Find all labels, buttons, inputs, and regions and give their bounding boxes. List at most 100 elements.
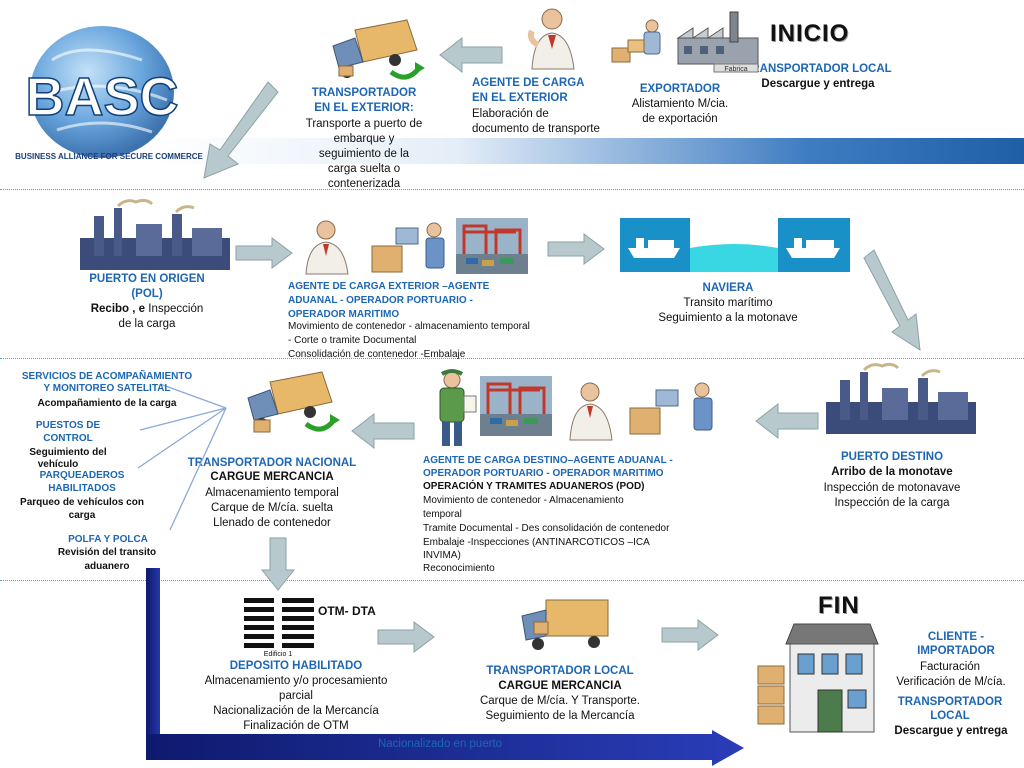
- transportador-exterior-title: EN EL EXTERIOR:: [314, 102, 414, 114]
- agente-exterior-aduanal-line: Consolidación de contenedor -Embalaje: [288, 349, 466, 360]
- transportador-nacional-line: Almacenamiento temporal: [205, 487, 339, 499]
- deposito-line: parcial: [279, 690, 313, 702]
- agente-destino-line: Tramite Documental - Des consolidación d…: [423, 523, 670, 534]
- puestos-control-title: PUESTOS DE: [35, 420, 101, 431]
- deposito-title: DEPOSITO HABILITADO: [229, 660, 363, 672]
- agente-carga-exterior-line: documento de transporte: [472, 123, 600, 135]
- worker-boxes-icon: [611, 19, 661, 63]
- parqueaderos-sub: carga: [68, 510, 96, 521]
- cliente-title: CLIENTE -: [927, 631, 985, 643]
- basc-logo: BASC: [25, 26, 179, 158]
- transportador-exterior-line: embarque y: [333, 133, 395, 145]
- agente-exterior-aduanal-title: AGENTE DE CARGA EXTERIOR –AGENTE: [288, 281, 490, 292]
- agente-carga-exterior-title: EN EL EXTERIOR: [472, 92, 568, 104]
- agent-icon: [305, 220, 349, 275]
- port-crane-icon: [456, 218, 528, 274]
- warehouse-worker-icon: [629, 382, 713, 435]
- transportador-exterior-line: seguimiento de la: [318, 148, 410, 160]
- puestos-control-sub: Seguimiento del: [29, 447, 107, 458]
- transportador-exterior-line: carga suelta o: [327, 163, 401, 175]
- agente-destino-line: INVIMA): [423, 550, 461, 561]
- nationalization-track: [146, 568, 160, 758]
- flow-arrow-right: [661, 619, 719, 651]
- agente-destino-line: Reconocimiento: [423, 563, 495, 574]
- agente-exterior-aduanal-line: Movimiento de contenedor - almacenamient…: [288, 321, 530, 332]
- polfa-sub: aduanero: [84, 561, 130, 572]
- parqueaderos-title: PARQUEADEROS: [39, 470, 125, 481]
- separator-line: [0, 580, 1024, 581]
- truck-icon: [332, 19, 425, 80]
- servicio-satelital-sub: Acompañamiento de la carga: [37, 398, 177, 409]
- port-crane-icon: [480, 376, 552, 436]
- truck-icon: [247, 371, 340, 433]
- industrial-port-icon: [80, 198, 230, 270]
- industrial-port-icon: [826, 362, 976, 434]
- cliente-transportador-title: TRANSPORTADOR: [897, 696, 1003, 708]
- puerto-destino-title: PUERTO DESTINO: [840, 451, 944, 463]
- transportador-local-inicio-sub: Descargue y entrega: [761, 78, 875, 90]
- logo-text: BASC: [25, 67, 178, 127]
- inicio-label: INICIO: [770, 20, 850, 47]
- naviera-title: NAVIERA: [702, 282, 754, 294]
- flow-arrow-diagonal: [203, 81, 279, 179]
- transportador-exterior-line: contenerizada: [327, 178, 401, 190]
- transportador-exterior-title: TRANSPORTADOR: [311, 87, 417, 99]
- transportador-local-inicio-title: TRANSPORTADOR LOCAL: [744, 63, 892, 75]
- puerto-destino-line: Inspección de la carga: [834, 497, 950, 509]
- cliente-line: Facturación: [919, 661, 981, 673]
- puerto-origen-line: Recibo , e Inspección: [72, 302, 222, 317]
- nationalization-arrow: [146, 730, 744, 766]
- flow-arrow-right: [377, 621, 435, 653]
- store-icon: [757, 623, 879, 733]
- cliente-line: Verificación de M/cía.: [896, 676, 1006, 688]
- agent-icon: [569, 382, 613, 441]
- otm-dta-badge: OTM- DTA: [318, 604, 376, 618]
- building-icon: Edificio 1: [244, 598, 314, 658]
- puerto-origen-line: de la carga: [118, 318, 176, 330]
- puerto-origen-title: PUERTO EN ORIGEN: [89, 273, 205, 285]
- cliente-transportador-title: LOCAL: [930, 710, 970, 722]
- flow-arrow-left: [439, 36, 503, 74]
- factory-icon: Fabrica: [676, 11, 759, 73]
- agente-exterior-aduanal-title: OPERADOR MARITIMO: [288, 309, 400, 320]
- flow-arrow-left: [755, 402, 819, 440]
- agente-destino-line: Movimiento de contenedor - Almacenamient…: [423, 495, 624, 506]
- transportador-exterior-line: Transporte a puerto de: [305, 118, 423, 130]
- nationalization-label: Nacionalizado en puerto: [377, 738, 503, 750]
- puerto-origen-bold: Recibo , e: [90, 303, 146, 315]
- transportador-nacional-line: Llenado de contenedor: [213, 517, 331, 529]
- agente-destino-title: OPERADOR PORTUARIO - OPERADOR MARITIMO: [423, 468, 664, 479]
- puestos-control-sub: vehículo: [37, 459, 79, 470]
- flow-arrow-left: [351, 412, 415, 450]
- header-band: [150, 138, 1024, 164]
- deposito-line: Nacionalización de la Mercancía: [213, 705, 379, 717]
- transportador-nacional-line: Carque de M/cía. suelta: [210, 502, 334, 514]
- puerto-destino-line: Inspección de motonavave: [823, 482, 961, 494]
- logo-tagline: BUSINESS ALLIANCE FOR SECURE COMMERCE: [15, 152, 203, 161]
- fin-label: FIN: [818, 592, 860, 619]
- deposito-line: Almacenamiento y/o procesamiento: [204, 675, 388, 687]
- agente-carga-exterior-line: Elaboración de: [472, 108, 549, 120]
- servicio-satelital-title: SERVICIOS DE ACOMPAÑAMIENTO: [21, 371, 193, 382]
- separator-line: [0, 189, 1024, 190]
- deposito-line: Finalización de OTM: [243, 720, 349, 732]
- parqueaderos-title: HABILITADOS: [48, 483, 116, 494]
- flow-arrow-right: [235, 237, 293, 269]
- puestos-control-title: CONTROL: [43, 433, 93, 444]
- agente-carga-exterior-title: AGENTE DE CARGA: [472, 77, 585, 89]
- flow-arrow-diagonal: [863, 249, 921, 351]
- transportador-local-fin-line: Seguimiento de la Mercancía: [485, 710, 635, 722]
- transportador-nacional-title: TRANSPORTADOR NACIONAL: [187, 457, 357, 469]
- agente-destino-line: Embalaje -Inspecciones (ANTINARCOTICOS –…: [423, 537, 650, 548]
- edificio-label: Edificio 1: [264, 651, 293, 658]
- transportador-local-fin-line: Carque de M/cía. Y Transporte.: [479, 695, 641, 707]
- flow-arrow-right: [547, 233, 605, 265]
- agente-destino-bold: OPERACIÓN Y TRAMITES ADUANEROS (POD): [423, 481, 645, 492]
- service-connector-lines: [137, 383, 227, 531]
- agente-destino-title: AGENTE DE CARGA DESTINO–AGENTE ADUANAL -: [423, 455, 673, 466]
- polfa-title: POLFA Y POLCA: [68, 534, 148, 545]
- exportador-line: de exportación: [642, 113, 718, 125]
- puerto-destino-bold: Arribo de la monotave: [831, 466, 953, 478]
- naviera-line: Seguimiento a la motonave: [658, 312, 798, 324]
- parqueaderos-sub: Parqueo de vehículos con: [20, 497, 144, 508]
